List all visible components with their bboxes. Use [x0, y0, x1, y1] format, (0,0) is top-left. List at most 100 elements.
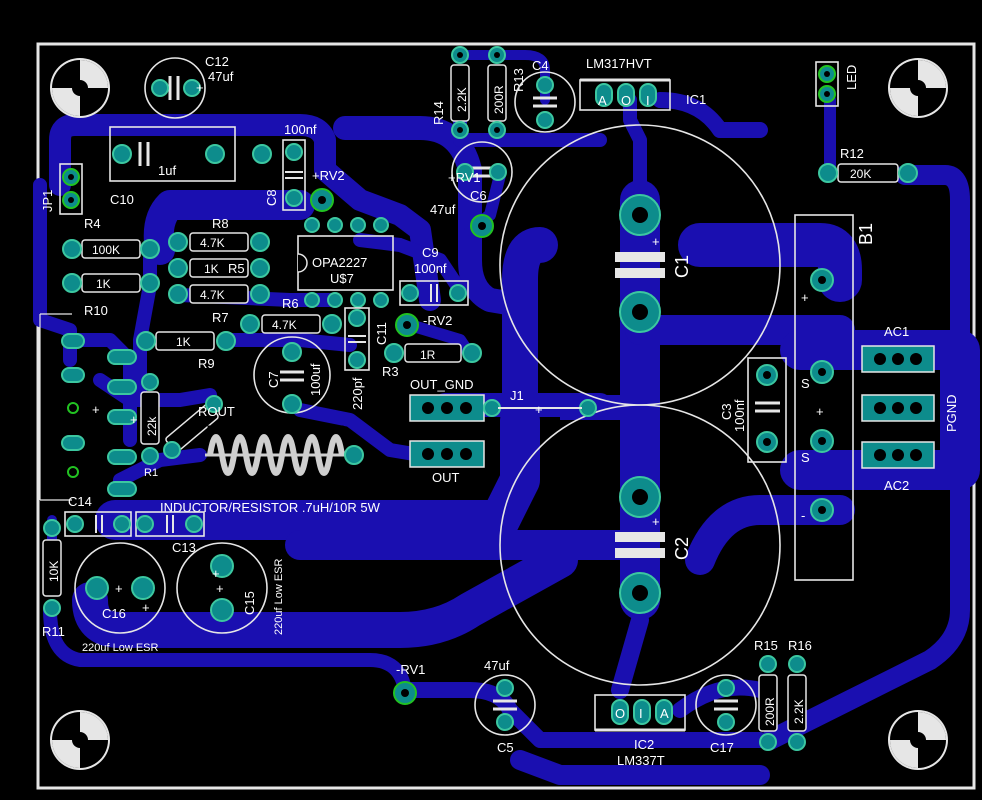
capacitor-c4: C4 [514, 58, 576, 133]
ic2-ref: IC2 [634, 737, 654, 752]
j1-ref: J1 [510, 388, 524, 403]
r1-value: 22k [145, 416, 159, 436]
svg-text:+: + [142, 600, 150, 615]
connector-out-gnd: OUT_GND [409, 377, 485, 422]
svg-text:+: + [130, 412, 138, 427]
svg-text:+: + [92, 402, 100, 417]
r5-value: 1K [204, 262, 219, 276]
capacitor-c2: + C2 [499, 404, 781, 686]
r6-ref: R6 [282, 296, 299, 311]
jumper-j1: + J1 [483, 388, 597, 417]
mounting-hole [888, 710, 948, 770]
svg-text:+: + [801, 290, 809, 305]
ic2-value: LM337T [617, 753, 665, 768]
connector-out: OUT [409, 440, 485, 485]
rv2p-ref: +RV2 [312, 168, 345, 183]
resistor-rout: ROUT [163, 395, 235, 459]
capacitor-c15: + + C15 220uf Low ESR [176, 542, 285, 635]
capacitor-c16: + + C16 220uf Low ESR [74, 542, 166, 654]
c8-value: 100nf [284, 122, 317, 137]
ic1-ref: IC1 [686, 92, 706, 107]
out-label: OUT [432, 470, 460, 485]
c13-ref: C13 [172, 540, 196, 555]
svg-text:+: + [652, 234, 660, 249]
r7-ref: R7 [212, 310, 229, 325]
r3-value: 1R [420, 348, 436, 362]
connector-ac2: AC2 [861, 441, 935, 493]
capacitor-c12: + C12 47uf [144, 54, 234, 119]
svg-text:I: I [646, 93, 650, 108]
resistor-r1: 22k + R1 [130, 373, 160, 479]
resistor-r15: 200R R15 [754, 638, 778, 751]
svg-text:+: + [212, 566, 220, 581]
resistor-r10: 1K R10 [62, 273, 160, 318]
r15-value: 200R [763, 697, 777, 726]
svg-text:+: + [115, 581, 123, 596]
u7-value: OPA2227 [312, 255, 367, 270]
c8-ref: C8 [264, 189, 279, 206]
r14-value: 2.2K [455, 87, 469, 112]
c12-ref: C12 [205, 54, 229, 69]
r4-value: 100K [92, 243, 120, 257]
resistor-r5: 1K R5 [168, 258, 270, 278]
r4-ref: R4 [84, 216, 101, 231]
r3-ref: R3 [382, 364, 399, 379]
c15-note: 220uf Low ESR [273, 559, 285, 635]
c4-ref: C4 [532, 58, 549, 73]
resistor-r8: 4.7K R8 [168, 216, 270, 252]
out-gnd-label: OUT_GND [410, 377, 474, 392]
r11-value: 10K [47, 561, 61, 582]
resistor-r16: 2.2K R16 [787, 638, 812, 751]
b1-ref: B1 [856, 223, 876, 245]
resistor-r13: 200R R13 [487, 46, 526, 139]
svg-text:R1: R1 [144, 467, 158, 479]
r10-value: 1K [96, 277, 111, 291]
mounting-hole [50, 58, 110, 118]
inductor-label: INDUCTOR/RESISTOR .7uH/10R 5W [160, 500, 381, 515]
connector-ac1: AC1 [861, 324, 935, 373]
r5-ref: R5 [228, 261, 245, 276]
c2-ref: C2 [672, 537, 692, 560]
r10-ref: R10 [84, 303, 108, 318]
c5-ref: C5 [497, 740, 514, 755]
rout-ref: ROUT [198, 404, 235, 419]
r8-ref: R8 [212, 216, 229, 231]
c7-ref: C7 [266, 371, 281, 388]
jumper-jp1: JP1 [40, 163, 83, 215]
mounting-holes [50, 58, 948, 770]
bridge-rectifier-b1: + S + S - B1 [794, 214, 876, 581]
r16-ref: R16 [788, 638, 812, 653]
inductor: INDUCTOR/RESISTOR .7uH/10R 5W [160, 425, 381, 515]
mounting-hole [50, 710, 110, 770]
jp1-ref: JP1 [40, 190, 55, 212]
svg-text:S: S [801, 376, 810, 391]
capacitor-c17: C17 [695, 674, 757, 755]
svg-text:A: A [598, 93, 607, 108]
r15-ref: R15 [754, 638, 778, 653]
r8-value: 4.7K [200, 236, 225, 250]
r11-ref: R11 [42, 624, 65, 639]
svg-text:O: O [621, 93, 631, 108]
mounting-hole [888, 58, 948, 118]
capacitor-c1: + C1 [499, 124, 781, 406]
resistor-r7: 4.7K R7 [168, 284, 270, 325]
pgnd-label: PGND [944, 394, 959, 432]
c3-ref: C3 [719, 403, 734, 420]
c14-ref: C14 [68, 494, 92, 509]
capacitor-c5: 47uf C5 [474, 658, 536, 755]
resistor-r14: 2.2K R14 [431, 46, 470, 139]
capacitor-c11: C11 220pf [344, 307, 389, 410]
via-rv1-minus: -RV1 [393, 662, 425, 705]
resistor-r11: 10K R11 [42, 519, 65, 639]
svg-text:A: A [660, 706, 669, 721]
rv1m-ref: -RV1 [396, 662, 425, 677]
c5-value: 47uf [484, 658, 510, 673]
resistor-r9: 1K R9 [136, 331, 236, 371]
c7-value: 100uf [308, 363, 323, 396]
capacitor-c6: +RV1 C6 47uf [430, 141, 513, 238]
r6-value: 4.7K [272, 318, 297, 332]
capacitor-c3: C3 100nf [719, 357, 787, 463]
via-rv2-minus: -RV2 [395, 313, 452, 337]
